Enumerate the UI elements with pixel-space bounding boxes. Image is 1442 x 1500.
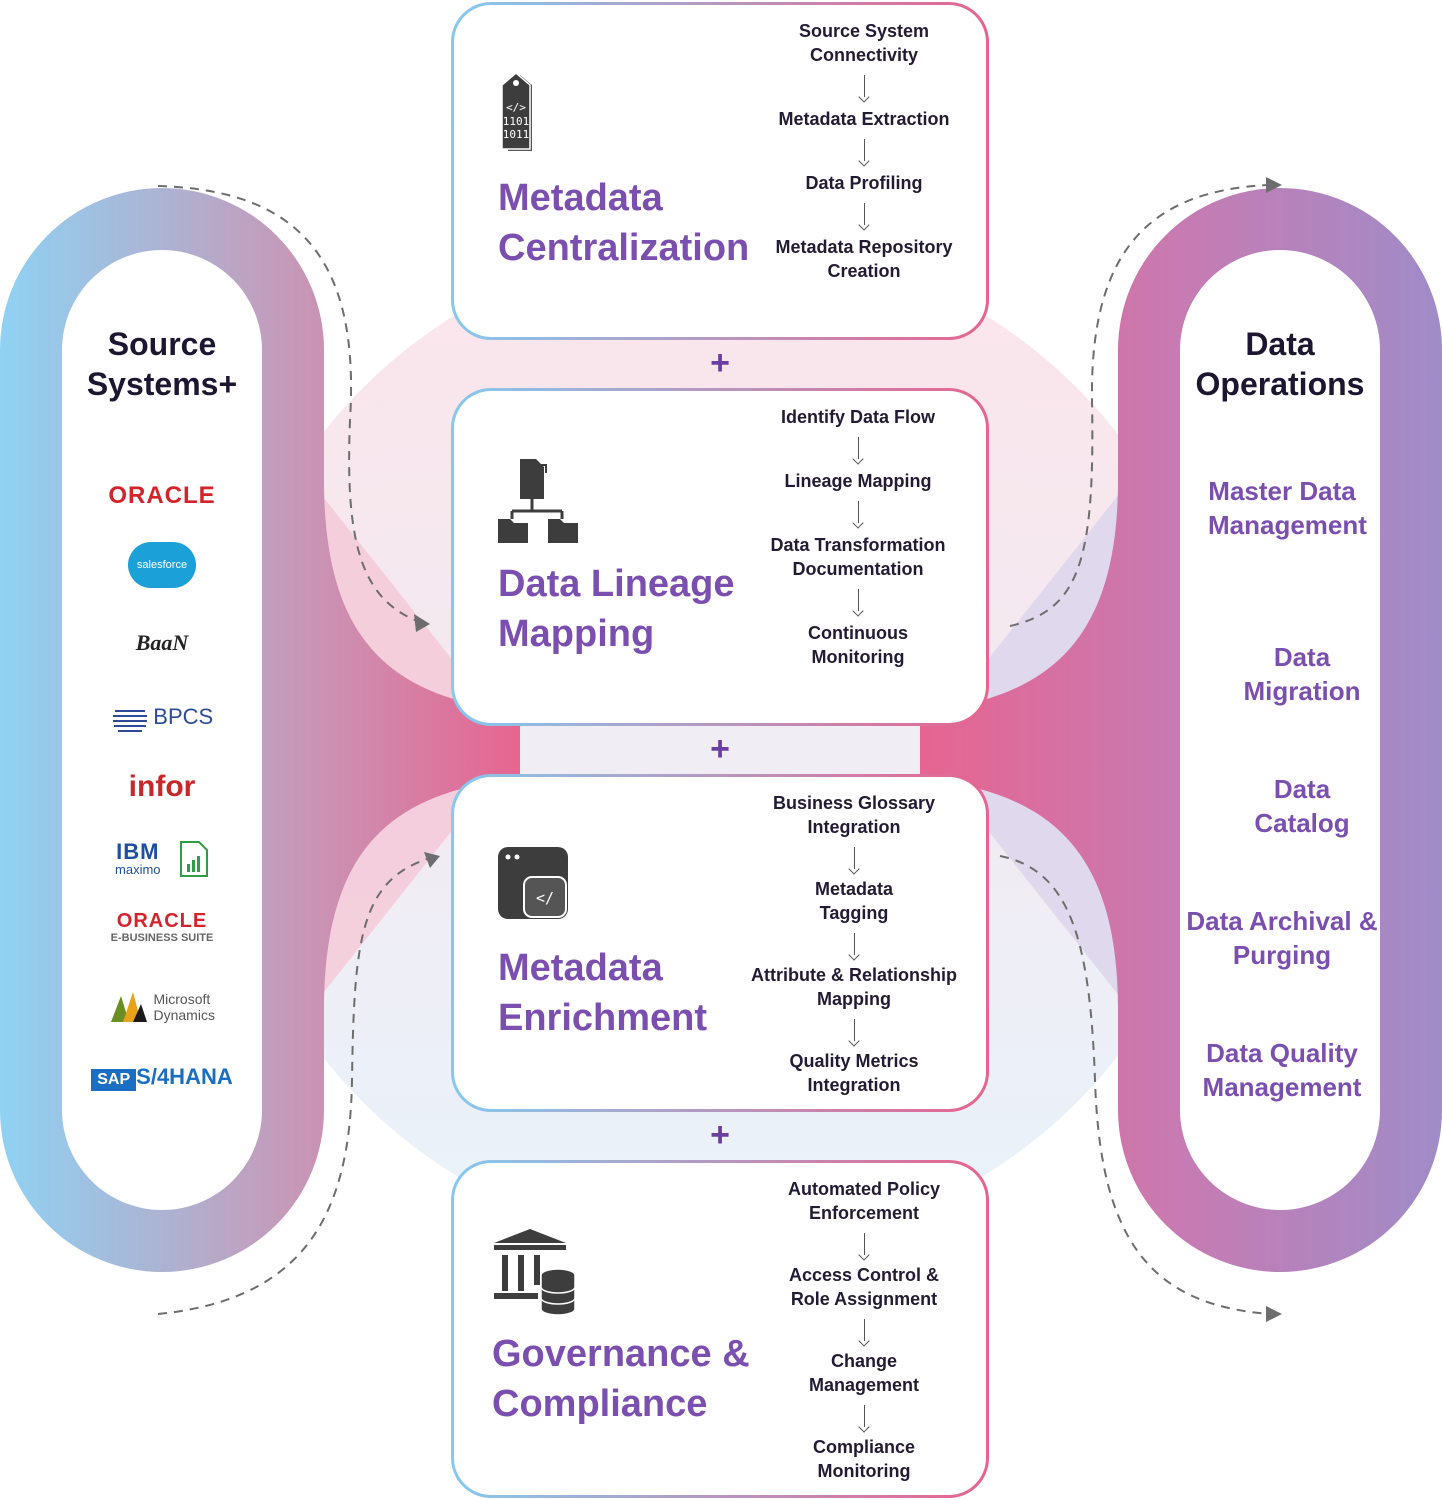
source-systems-title: Source Systems+ [86,326,238,402]
down-arrow-icon [748,493,968,533]
step: Quality Metrics Integration [789,1051,919,1095]
flow-arrow-right-top [1009,184,1271,627]
step: Continuous Monitoring [808,623,908,667]
microsoft-dynamics-logo: Microsoft Dynamics [62,990,262,1024]
stage-title: Governance & Compliance [492,1333,750,1425]
stage-data-lineage-mapping: Data Lineage Mapping Identify Data Flow … [451,388,989,726]
flow-arrow-left-bottom [157,857,431,1315]
down-arrow-icon [754,195,974,235]
down-arrow-icon [744,1011,964,1049]
stage-metadata-centralization: </> 1101 1011 Metadata Centralization So… [451,2,989,340]
baan-logo: BaaN [135,630,189,655]
salesforce-logo: salesforce [62,542,262,588]
svg-text:1011: 1011 [503,128,530,141]
ibm-maximo-logo: IBM maximo [62,840,262,878]
stage-metadata-enrichment: </ Metadata Enrichment Business Glossary… [451,774,989,1112]
data-operations-title: Data Operations [1195,326,1365,402]
ops-item-data-archival-purging: Data Archival & Purging [1186,906,1378,970]
step: Metadata Tagging [814,879,894,923]
step: Lineage Mapping [784,471,932,491]
down-arrow-icon [744,839,964,877]
step: Data Transformation Documentation [770,535,946,579]
stage-steps: Automated Policy Enforcement Access Cont… [754,1177,974,1483]
down-arrow-icon [754,1397,974,1435]
stage-governance-compliance: Governance & Compliance Automated Policy… [451,1160,989,1498]
step: Identify Data Flow [780,407,935,427]
stage-title: Metadata Enrichment [498,947,708,1039]
step: Data Profiling [805,173,923,193]
ops-item-data-migration: Data Migration [1243,642,1361,706]
down-arrow-icon [754,1225,974,1263]
data-operations-panel [1180,250,1380,1210]
down-arrow-icon [744,925,964,963]
ops-item-master-data-management: Master Data Management [1208,476,1367,540]
step: Automated Policy Enforcement [787,1179,941,1223]
down-arrow-icon [748,581,968,621]
folder-hierarchy-icon [498,459,578,543]
step: Metadata Repository Creation [775,237,953,281]
stage-steps: Business Glossary Integration Metadata T… [744,791,964,1097]
flow-arrow-right-bottom [999,855,1271,1315]
flow-arrow-left-top [157,185,421,623]
svg-text:1101: 1101 [503,115,530,128]
infor-logo: infor [128,770,196,803]
plus-connector: + [710,344,730,382]
stage-title: Data Lineage Mapping [498,563,735,655]
oracle-ebs-logo: ORACLE E-BUSINESS SUITE [110,910,214,944]
down-arrow-icon [748,429,968,469]
ops-item-data-catalog: Data Catalog [1254,774,1350,838]
bpcs-globe-icon [112,709,147,732]
bpcs-logo: BPCS [62,704,262,735]
plus-connector: + [710,1116,730,1154]
stage-steps: Source System Connectivity Metadata Extr… [754,19,974,283]
down-arrow-icon [754,1311,974,1349]
source-systems-panel [62,250,262,1210]
bank-database-icon [494,1229,576,1316]
spreadsheet-icon [179,841,208,877]
stage-steps: Identify Data Flow Lineage Mapping Data … [748,405,968,669]
down-arrow-icon [754,67,974,107]
code-tag-icon: </> 1101 1011 [501,72,532,151]
oracle-logo: ORACLE [108,482,216,509]
plus-connector: + [710,730,730,768]
step: Compliance Monitoring [812,1437,916,1481]
svg-text:</: </ [536,889,554,907]
down-arrow-icon [754,131,974,171]
code-window-icon: </ [498,847,568,919]
step: Change Management [808,1351,920,1395]
step: Access Control & Role Assignment [788,1265,940,1309]
step: Attribute & Relationship Mapping [751,965,957,1009]
ops-item-data-quality-management: Data Quality Management [1202,1038,1362,1102]
step: Metadata Extraction [778,109,950,129]
stage-title: Metadata Centralization [498,177,750,269]
svg-text:</>: </> [506,101,526,114]
step: Source System Connectivity [798,21,930,65]
step: Business Glossary Integration [772,793,936,837]
dynamics-mark-icon [111,992,148,1022]
